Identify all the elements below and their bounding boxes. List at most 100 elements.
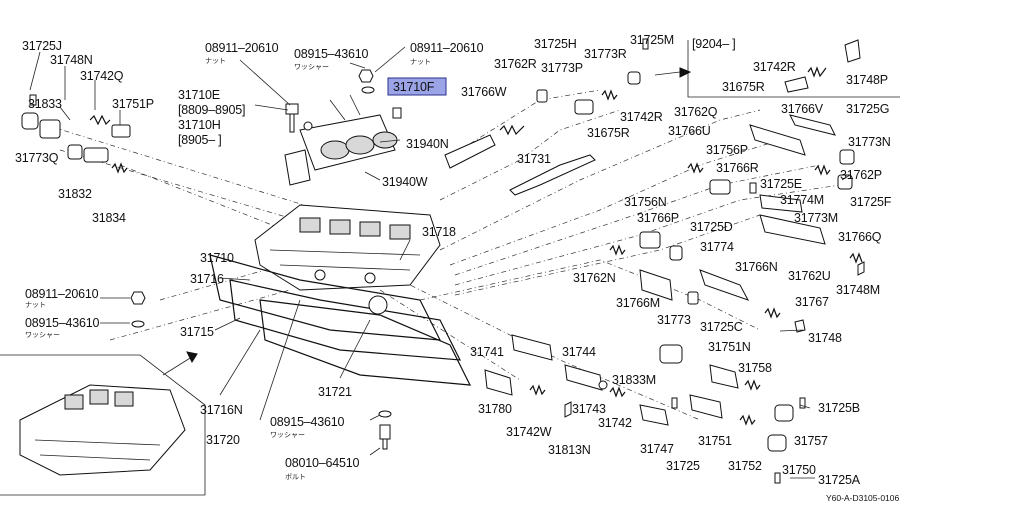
label-31725: 31725 — [666, 459, 700, 473]
label-31767: 31767 — [795, 295, 829, 309]
label-31742Q: 31742Q — [80, 69, 124, 83]
label-31725E: 31725E — [760, 177, 802, 191]
label-bolt-d: ボルト — [285, 473, 306, 481]
valve-parts — [21, 38, 865, 484]
label-08010-64510: 08010–64510 — [285, 456, 360, 470]
label-31742R: 31742R — [620, 110, 663, 124]
label-31780: 31780 — [478, 402, 512, 416]
label-31725F: 31725F — [850, 195, 892, 209]
label-31833: 31833 — [28, 97, 62, 111]
label-31750: 31750 — [782, 463, 816, 477]
label-08915-43610-d: 08915–43610 — [270, 415, 345, 429]
label-washer-d: ワッシャー — [270, 431, 305, 439]
assembly-thumbnail — [0, 351, 206, 496]
label-31773R: 31773R — [584, 47, 627, 61]
label-31716: 31716 — [190, 272, 224, 286]
label-31766P: 31766P — [637, 211, 679, 225]
label-31725C: 31725C — [700, 320, 743, 334]
label-31756N: 31756N — [624, 195, 667, 209]
label-08911-20610-a: 08911–20610 — [205, 41, 279, 55]
label-31675R: 31675R — [587, 126, 630, 140]
label-31758: 31758 — [738, 361, 772, 375]
label-8905: [8905– ] — [178, 133, 222, 147]
label-31725D: 31725D — [690, 220, 733, 234]
label-31751P: 31751P — [112, 97, 154, 111]
label-31813N: 31813N — [548, 443, 591, 457]
label-31766R: 31766R — [716, 161, 759, 175]
label-31762R: 31762R — [494, 57, 537, 71]
label-31710: 31710 — [200, 251, 234, 265]
inset-9204 — [654, 39, 900, 98]
label-31762U: 31762U — [788, 269, 831, 283]
label-31742: 31742 — [598, 416, 632, 430]
diagram-reference-code: Y60-A-D3105-0106 — [826, 493, 900, 503]
label-31721: 31721 — [318, 385, 352, 399]
label-nut-a: ナット — [205, 57, 226, 65]
label-31774: 31774 — [700, 240, 734, 254]
label-31834: 31834 — [92, 211, 126, 225]
label-31720: 31720 — [206, 433, 240, 447]
label-31940W: 31940W — [382, 175, 428, 189]
label-31774M: 31774M — [780, 193, 824, 207]
label-31725M: 31725M — [630, 33, 674, 47]
label-31762N: 31762N — [573, 271, 616, 285]
valve-body-31710 — [254, 204, 441, 291]
label-08911-20610-c: 08911–20610 — [25, 287, 99, 301]
label-31766Q: 31766Q — [838, 230, 882, 244]
label-31773Q: 31773Q — [15, 151, 59, 165]
label-31744: 31744 — [562, 345, 596, 359]
label-31725G: 31725G — [846, 102, 889, 116]
label-31675R-box: 31675R — [722, 80, 765, 94]
label-31752: 31752 — [728, 459, 762, 473]
label-31773: 31773 — [657, 313, 691, 327]
label-31766M: 31766M — [616, 296, 660, 310]
label-31833M: 31833M — [612, 373, 656, 387]
label-31757: 31757 — [794, 434, 828, 448]
label-31751: 31751 — [698, 434, 732, 448]
label-08915-43610-c: 08915–43610 — [25, 316, 100, 330]
part-labels: 31725J 31748N 31742Q 31833 31751P 31773Q… — [15, 33, 900, 503]
label-08915-43610-a: 08915–43610 — [294, 47, 369, 61]
label-8809-8905: [8809–8905] — [178, 103, 245, 117]
label-31718: 31718 — [422, 225, 456, 239]
label-31762P: 31762P — [840, 168, 882, 182]
label-08911-20610-b: 08911–20610 — [410, 41, 484, 55]
label-31766N: 31766N — [735, 260, 778, 274]
label-31748M: 31748M — [836, 283, 880, 297]
label-31751N: 31751N — [708, 340, 751, 354]
label-nut-c: ナット — [25, 301, 46, 309]
label-31773P: 31773P — [541, 61, 583, 75]
label-washer-c: ワッシャー — [25, 331, 60, 339]
label-31766V: 31766V — [781, 102, 824, 116]
label-nut-b: ナット — [410, 58, 431, 66]
label-31725H: 31725H — [534, 37, 577, 51]
label-31716N: 31716N — [200, 403, 243, 417]
label-31731: 31731 — [517, 152, 551, 166]
highlight-label-text[interactable]: 31710F — [393, 80, 435, 94]
label-31710H: 31710H — [178, 118, 221, 132]
label-31748N-top: 31748N — [50, 53, 93, 67]
label-9204: [9204– ] — [692, 37, 736, 51]
label-31741: 31741 — [470, 345, 504, 359]
label-31725A: 31725A — [818, 473, 861, 487]
label-31710E: 31710E — [178, 88, 220, 102]
label-31748P: 31748P — [846, 73, 888, 87]
label-31766U: 31766U — [668, 124, 711, 138]
label-washer-a: ワッシャー — [294, 63, 329, 71]
highlight-31710F[interactable]: 31710F — [387, 77, 447, 96]
label-31715: 31715 — [180, 325, 214, 339]
label-31725J: 31725J — [22, 39, 62, 53]
label-31742W: 31742W — [506, 425, 552, 439]
leader-lines — [29, 46, 851, 479]
label-31756P: 31756P — [706, 143, 748, 157]
separator-plates — [209, 254, 472, 386]
label-31762Q: 31762Q — [674, 105, 718, 119]
label-31748: 31748 — [808, 331, 842, 345]
label-31773N: 31773N — [848, 135, 891, 149]
label-31725B: 31725B — [818, 401, 860, 415]
label-31773M: 31773M — [794, 211, 838, 225]
label-31743: 31743 — [572, 402, 606, 416]
solenoid-assembly-31940N — [284, 94, 398, 186]
label-31832: 31832 — [58, 187, 92, 201]
